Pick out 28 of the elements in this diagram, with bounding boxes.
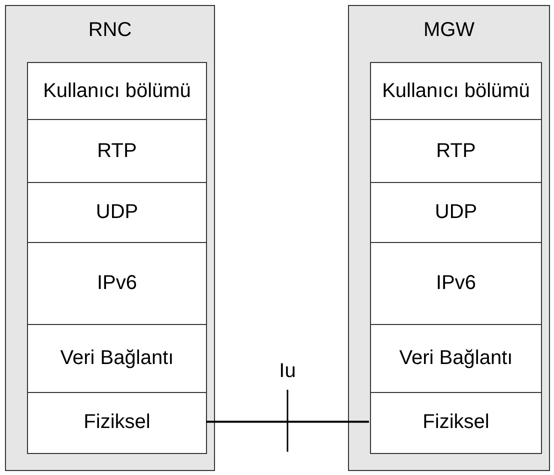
network-element-box (348, 5, 550, 471)
protocol-layer-box (27, 324, 207, 394)
layer-label: Veri Bağlantı (399, 348, 513, 370)
layer-label: RTP (436, 140, 476, 162)
protocol-layer-box (370, 62, 542, 120)
protocol-layer-box (370, 182, 542, 244)
network-element-box (5, 5, 215, 471)
layer-label: Fiziksel (84, 412, 150, 434)
layer-label: IPv6 (436, 273, 476, 294)
protocol-layer-box (370, 119, 542, 184)
layer-label: UDP (96, 202, 138, 224)
element-title: MGW (422, 20, 476, 41)
protocol-layer-box (370, 392, 542, 454)
protocol-layer-box (27, 242, 207, 326)
layer-label: IPv6 (96, 273, 138, 294)
layer-label: UDP (434, 202, 478, 224)
element-title: RNC (87, 20, 133, 41)
layer-label: Kullanıcı bölümü (43, 80, 191, 102)
protocol-layer-box (27, 182, 207, 244)
layer-label: Fiziksel (422, 412, 490, 434)
protocol-layer-box (27, 62, 207, 120)
protocol-layer-box (370, 242, 542, 326)
layer-label: Kullanıcı bölümü (382, 80, 530, 102)
layer-label: Veri Bağlantı (60, 348, 174, 370)
protocol-layer-box (27, 392, 207, 454)
layer-label: RTP (97, 140, 137, 162)
protocol-layer-box (27, 119, 207, 184)
protocol-layer-box (370, 324, 542, 394)
